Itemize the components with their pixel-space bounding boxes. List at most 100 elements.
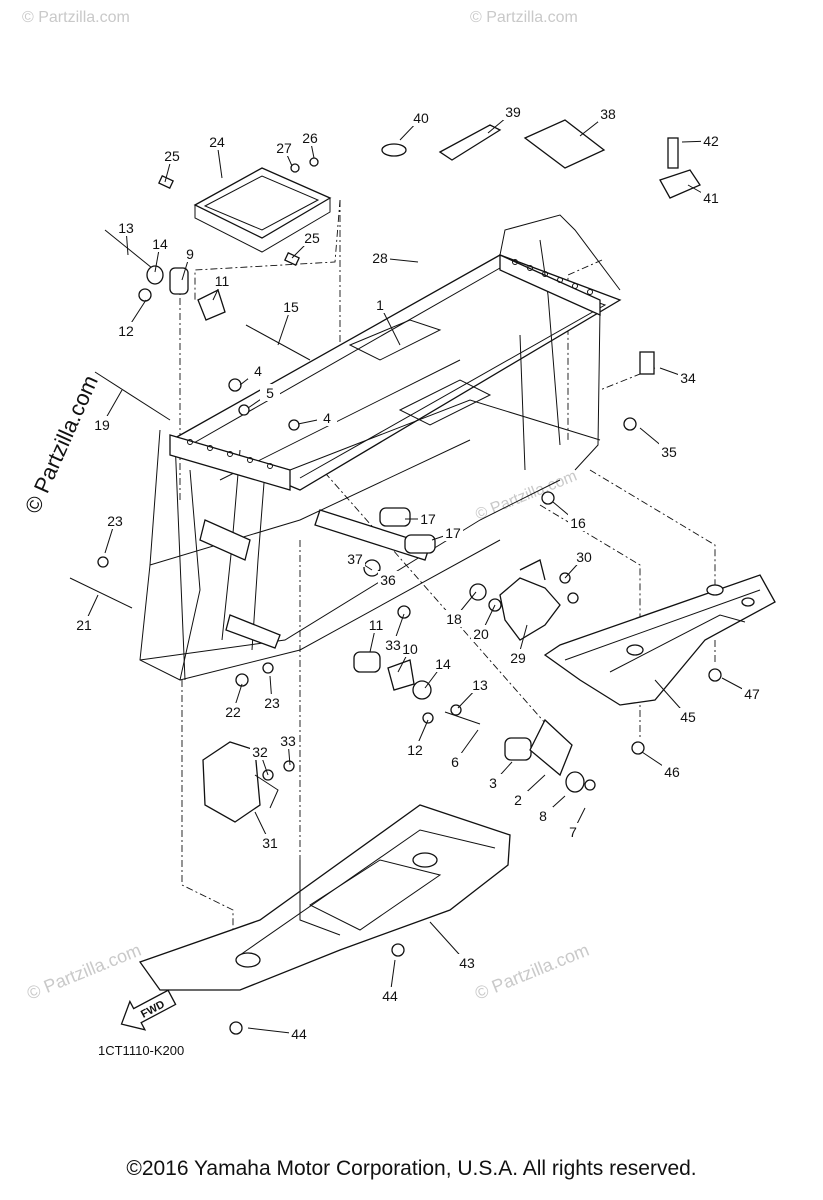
- callout-c23b: 23: [264, 695, 280, 711]
- callout-backdrop-c44b: [289, 1025, 309, 1042]
- callout-backdrop-c29: [508, 649, 528, 666]
- callout-c34: 34: [680, 370, 696, 386]
- callout-backdrop-c34: [678, 369, 698, 386]
- callout-c35: 35: [661, 444, 677, 460]
- callout-c28: 28: [372, 250, 388, 266]
- callout-backdrop-c20: [471, 625, 491, 642]
- callout-backdrop-c41: [701, 189, 721, 206]
- callout-backdrop-c45: [678, 708, 698, 725]
- callout-backdrop-c32: [250, 743, 270, 760]
- callout-backdrop-c36: [378, 571, 398, 588]
- callout-c44b: 44: [291, 1026, 307, 1042]
- callout-c39: 39: [505, 104, 521, 120]
- callout-c13b: 13: [472, 677, 488, 693]
- rear-skid-plate: [543, 574, 776, 755]
- callout-backdrop-c18: [444, 610, 464, 627]
- callout-c18: 18: [446, 611, 462, 627]
- callout-c19: 19: [94, 417, 110, 433]
- copyright-notice: ©2016 Yamaha Motor Corporation, U.S.A. A…: [126, 1157, 697, 1180]
- callout-c38: 38: [600, 106, 616, 122]
- callout-backdrop-c14b: [433, 655, 453, 672]
- callout-backdrop-c26: [300, 129, 320, 146]
- callout-backdrop-c5: [260, 384, 280, 401]
- callout-c11a: 11: [215, 273, 230, 289]
- callout-backdrop-c13b: [470, 676, 490, 693]
- carrier-bracket: [158, 157, 332, 267]
- callout-c14a: 14: [152, 236, 168, 252]
- callout-c47: 47: [744, 686, 760, 702]
- callout-c24: 24: [209, 134, 225, 150]
- callout-backdrop-c8: [533, 807, 553, 824]
- callout-backdrop-c33a: [278, 732, 298, 749]
- callout-c9: 9: [186, 246, 194, 262]
- callout-c33b: 33: [385, 637, 401, 653]
- callout-backdrop-c43: [457, 954, 477, 971]
- callout-c4a: 4: [254, 363, 262, 379]
- callout-c26: 26: [302, 130, 318, 146]
- callout-backdrop-c24: [207, 133, 227, 150]
- callout-backdrop-c35: [659, 443, 679, 460]
- callout-backdrop-c40: [411, 109, 431, 126]
- callout-backdrop-c47: [742, 685, 762, 702]
- callout-backdrop-c9: [180, 245, 200, 262]
- callout-backdrop-c1: [370, 296, 390, 313]
- callout-backdrop-c11b: [366, 616, 386, 633]
- watermark-bottom-left: © Partzilla.com: [24, 940, 144, 1004]
- callout-c32: 32: [252, 744, 268, 760]
- callout-c20: 20: [473, 626, 489, 642]
- part-callouts: 1234456789101111121213131414151617171819…: [74, 103, 762, 1042]
- callout-backdrop-c23b: [262, 694, 282, 711]
- callout-backdrop-c28: [370, 249, 390, 266]
- callout-c22: 22: [225, 704, 241, 720]
- callout-c4b: 4: [323, 410, 331, 426]
- callout-c46: 46: [664, 764, 680, 780]
- callout-backdrop-c44a: [380, 987, 400, 1004]
- callout-backdrop-c2: [508, 791, 528, 808]
- callout-backdrop-c12b: [405, 741, 425, 758]
- callout-c16: 16: [570, 515, 586, 531]
- diagram-code: 1CT1110-K200: [98, 1043, 184, 1058]
- callout-c43: 43: [459, 955, 475, 971]
- callout-backdrop-c19: [92, 416, 112, 433]
- callout-c30: 30: [576, 549, 592, 565]
- callout-backdrop-c38: [598, 105, 618, 122]
- callout-c7: 7: [569, 824, 577, 840]
- footrest-hardware: [504, 718, 596, 793]
- callout-c6: 6: [451, 754, 459, 770]
- callout-c31: 31: [262, 835, 278, 851]
- callout-c37: 37: [347, 551, 363, 567]
- callout-c17b: 17: [445, 525, 461, 541]
- callout-c17a: 17: [420, 511, 436, 527]
- watermark-bottom-right: © Partzilla.com: [472, 940, 592, 1004]
- callout-c25a: 25: [164, 148, 180, 164]
- callout-c14b: 14: [435, 656, 451, 672]
- callout-c12a: 12: [118, 323, 134, 339]
- callout-c5: 5: [266, 385, 274, 401]
- callout-backdrop-c17b: [443, 524, 463, 541]
- callout-c25b: 25: [304, 230, 320, 246]
- callout-c11b: 11: [369, 617, 384, 633]
- callout-backdrop-c4a: [248, 362, 268, 379]
- callout-backdrop-c42: [701, 132, 721, 149]
- callout-backdrop-c6: [445, 753, 465, 770]
- frame-cover: [202, 741, 295, 823]
- watermark-top-mid: © Partzilla.com: [470, 9, 578, 26]
- callout-backdrop-c27: [274, 139, 294, 156]
- fwd-label: FWD: [139, 998, 167, 1020]
- frame-assembly: [139, 214, 622, 681]
- callout-c13a: 13: [118, 220, 134, 236]
- watermark-side: © Partzilla.com: [20, 371, 103, 517]
- callout-backdrop-c37: [345, 550, 365, 567]
- callout-c40: 40: [413, 110, 429, 126]
- callout-c45: 45: [680, 709, 696, 725]
- callout-backdrop-c46: [662, 763, 682, 780]
- watermark-top-left: © Partzilla.com: [22, 9, 130, 26]
- callout-backdrop-c23a: [105, 512, 125, 529]
- front-skid-plate: [138, 804, 511, 1035]
- callout-c10: 10: [402, 641, 418, 657]
- callout-c36: 36: [380, 572, 396, 588]
- forward-arrow: FWD: [120, 989, 177, 1031]
- callout-backdrop-c3: [483, 774, 503, 791]
- callout-c44a: 44: [382, 988, 398, 1004]
